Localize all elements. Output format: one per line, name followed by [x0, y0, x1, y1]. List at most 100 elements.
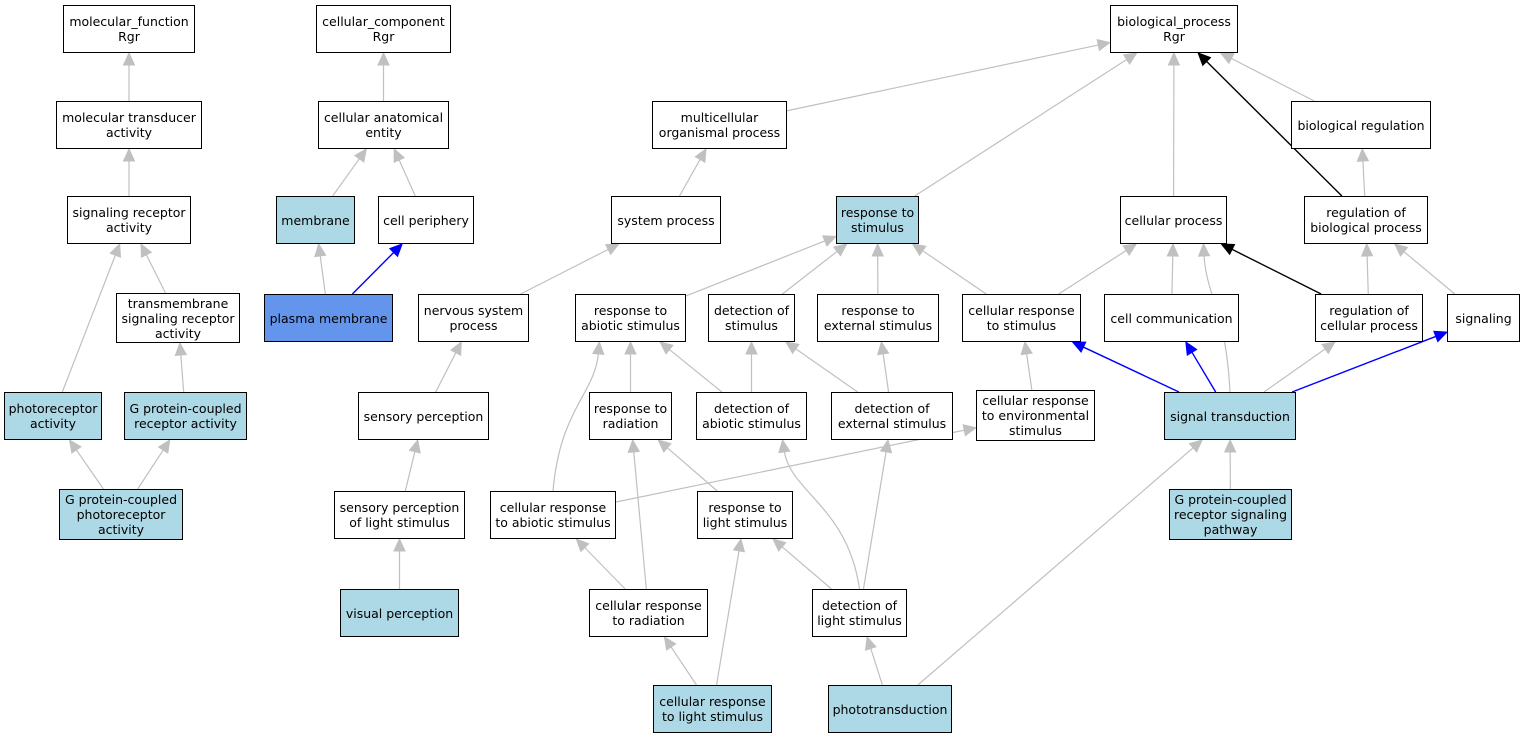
edge-arrowhead — [663, 636, 677, 651]
node-visual-perception: visual perception — [340, 589, 459, 637]
edge-arrowhead — [314, 242, 327, 258]
edge-arrowhead — [353, 148, 368, 163]
edge-tm-sig-receptor-to-sig-receptor — [140, 242, 167, 294]
edge-line — [715, 549, 740, 686]
edge-cellular-process-to-bp-root — [1167, 51, 1181, 197]
node-photoreceptor-activity: photoreceptor activity — [4, 392, 102, 440]
edge-line — [794, 347, 858, 393]
edge-arrowhead — [1122, 52, 1138, 66]
edge-cell-resp-light-to-resp-light — [715, 537, 746, 686]
node-plasma-membrane: plasma membrane — [264, 294, 393, 342]
edge-gpcr-photoreceptor-to-photoreceptor — [68, 439, 104, 490]
edge-arrowhead — [393, 147, 406, 163]
edge-membrane-to-cell-anat-entity — [332, 148, 368, 197]
edge-line — [685, 239, 826, 297]
edge-phototransduction-to-detect-light — [864, 635, 883, 686]
edge-line — [670, 645, 697, 686]
edge-reg-bio-process-to-bp-root — [1197, 52, 1343, 197]
edge-line — [1058, 249, 1128, 295]
edge-arrowhead — [1166, 242, 1180, 257]
edge-line — [1291, 335, 1437, 393]
edge-resp-light-to-resp-radiation — [657, 439, 718, 492]
node-biological-regulation: biological regulation — [1291, 101, 1431, 149]
edge-line — [61, 254, 117, 393]
edge-line — [633, 450, 647, 590]
edge-arrowhead — [1096, 38, 1112, 52]
edge-arrowhead — [575, 538, 590, 553]
edge-cell-anat-entity-to-cc-root — [377, 51, 390, 101]
edge-arrowhead — [408, 438, 421, 454]
edge-arrowhead — [377, 51, 390, 66]
edge-arrowhead — [1197, 242, 1211, 257]
edge-arrowhead — [1185, 340, 1198, 356]
edge-arrowhead — [604, 243, 620, 256]
node-response-to-abiotic-stimulus: response to abiotic stimulus — [575, 294, 686, 342]
edge-arrowhead — [592, 340, 605, 356]
edge-line — [137, 448, 165, 490]
edge-arrowhead — [449, 340, 462, 356]
edge-line — [1025, 352, 1033, 391]
edge-arrowhead — [388, 243, 403, 258]
edge-line — [1362, 159, 1366, 197]
edge-arrowhead — [1197, 52, 1212, 67]
edge-mol-transducer-to-mf-root — [122, 51, 136, 101]
edge-arrowhead — [871, 242, 884, 257]
edge-arrowhead — [1360, 242, 1374, 257]
node-molecular-transducer-activity: molecular transducer activity — [56, 101, 202, 149]
edge-arrowhead — [174, 341, 188, 356]
node-cellular-response-to-environmental-stimulus: cellular response to environmental stimu… — [976, 390, 1095, 441]
edge-line — [1366, 254, 1369, 295]
edge-detection-stim-to-resp-stimulus — [781, 243, 848, 295]
edge-arrowhead — [694, 147, 707, 163]
node-detection-of-external-stimulus: detection of external stimulus — [831, 392, 953, 440]
edge-line — [1205, 60, 1343, 197]
edge-line — [862, 450, 887, 590]
node-detection-of-abiotic-stimulus: detection of abiotic stimulus — [696, 392, 807, 440]
edge-arrowhead — [109, 242, 122, 258]
edge-multicell-proc-to-bp-root — [786, 38, 1112, 112]
edge-resp-external-to-resp-stimulus — [871, 242, 884, 295]
edge-line — [1230, 57, 1315, 102]
edge-line — [1190, 351, 1217, 393]
edge-cell-resp-abiotic-to-resp-abiotic — [552, 340, 605, 492]
edge-arrowhead — [1356, 147, 1370, 162]
edge-arrowhead — [864, 635, 877, 651]
edge-arrowhead — [1223, 438, 1237, 453]
edge-arrowhead — [879, 438, 893, 454]
edge-gpcr-activity-to-tm-sig-receptor — [174, 341, 188, 393]
edge-line — [1263, 347, 1327, 393]
edge-signaling-to-reg-bio-process — [1393, 243, 1456, 295]
edge-arrowhead — [822, 235, 838, 247]
edge-line — [1402, 250, 1456, 295]
edge-bio-regulation-to-bp-root — [1219, 52, 1315, 102]
edge-arrowhead — [1071, 341, 1087, 353]
node-cellular-response-to-stimulus: cellular response to stimulus — [962, 294, 1081, 342]
edge-arrowhead — [1433, 330, 1449, 343]
node-molecular-function-root: molecular_function Rgr — [63, 5, 195, 53]
node-sensory-perception-of-light-stimulus: sensory perception of light stimulus — [334, 491, 465, 539]
edge-line — [668, 348, 723, 393]
edge-arrowhead — [1321, 341, 1336, 355]
edge-arrowhead — [1393, 243, 1409, 257]
edge-arrowhead — [627, 438, 641, 454]
edge-line — [666, 446, 718, 492]
node-system-process: system process — [611, 196, 721, 244]
node-cell-periphery: cell periphery — [378, 196, 474, 244]
node-signaling-receptor-activity: signaling receptor activity — [67, 196, 191, 244]
node-response-to-stimulus: response to stimulus — [836, 196, 919, 244]
edge-arrowhead — [962, 424, 978, 437]
edge-line — [921, 249, 987, 295]
node-cellular-response-to-light-stimulus: cellular response to light stimulus — [653, 685, 772, 733]
edge-arrowhead — [1220, 243, 1236, 256]
edge-detect-light-to-detect-abiotic — [778, 438, 861, 590]
edge-line — [786, 44, 1100, 112]
node-response-to-light-stimulus: response to light stimulus — [697, 491, 793, 539]
edge-cell-resp-radiation-to-resp-radiation — [627, 438, 647, 590]
edge-signal-transduction-to-signaling — [1291, 330, 1449, 393]
edge-reg-cell-process-to-reg-bio-process — [1360, 242, 1374, 295]
node-biological-process-root: biological_process Rgr — [1110, 5, 1238, 53]
node-transmembrane-signaling-receptor-activity: transmembrane signaling receptor activit… — [116, 293, 240, 343]
edge-line — [435, 351, 457, 393]
